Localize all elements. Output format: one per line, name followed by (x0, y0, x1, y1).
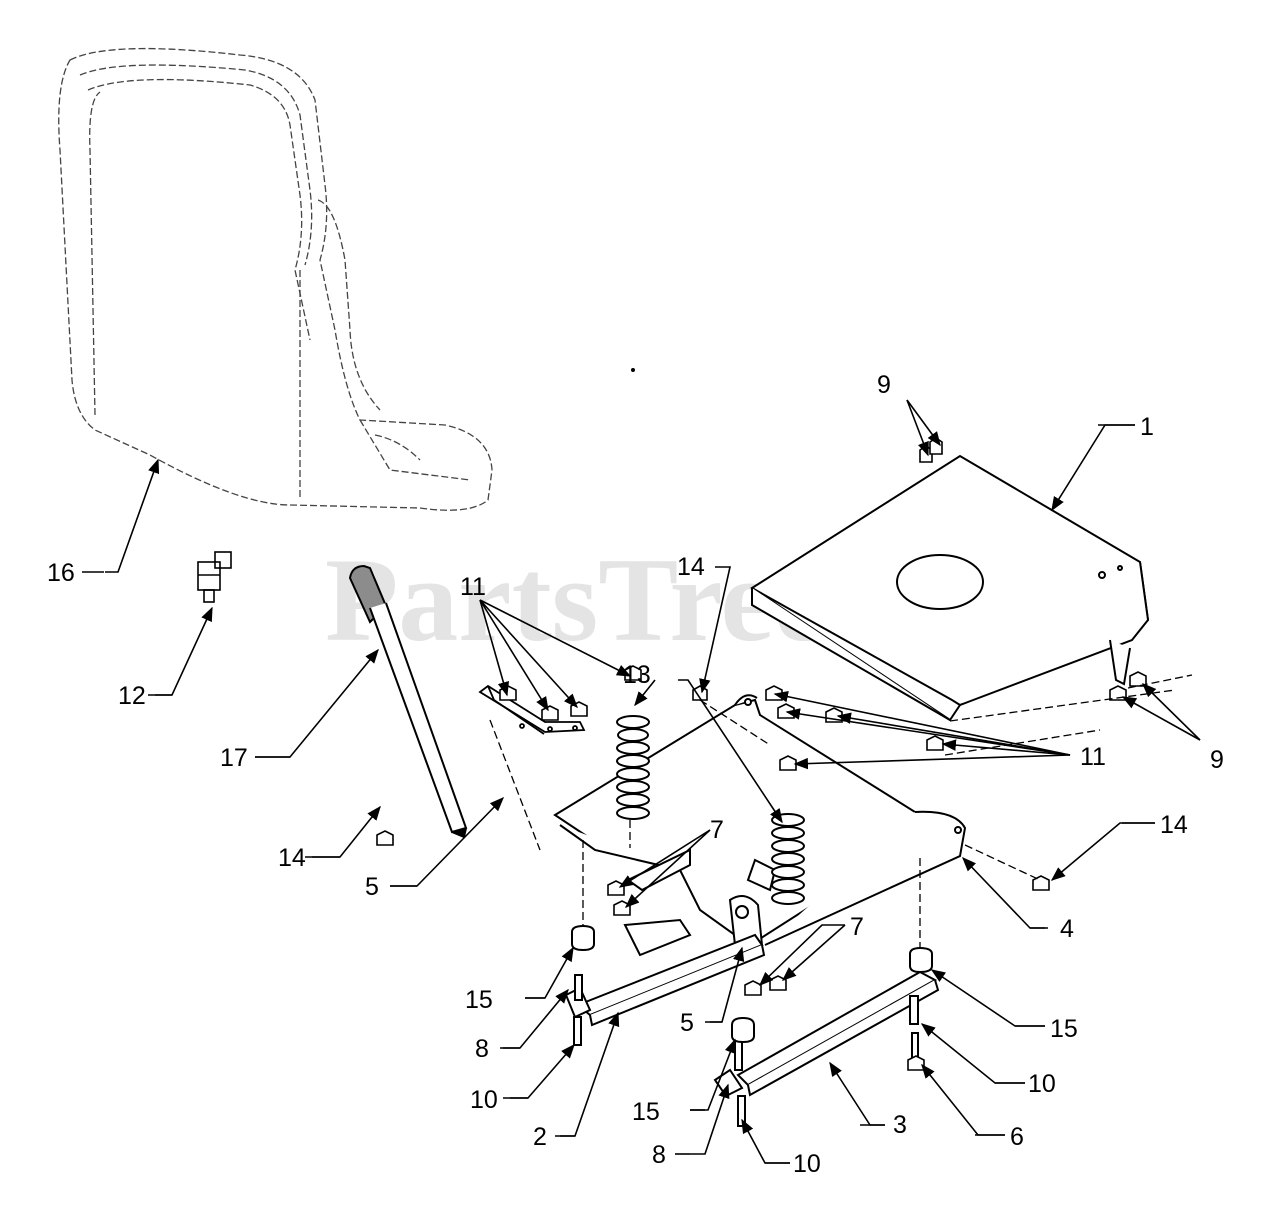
watermark: PartsTree (325, 533, 827, 666)
callout-13: 13 (623, 661, 651, 689)
callout-5: 5 (680, 1009, 694, 1037)
callout-17: 17 (220, 744, 248, 772)
callout-14: 14 (677, 553, 705, 581)
callout-6: 6 (1010, 1123, 1024, 1151)
callout-14: 14 (1160, 811, 1188, 839)
part-rail-rear (713, 946, 940, 1127)
part-bracket-left (478, 684, 586, 735)
part-seat-pan (553, 694, 967, 957)
callout-1: 1 (1140, 413, 1154, 441)
callout-3: 3 (893, 1111, 907, 1139)
callout-10: 10 (1028, 1070, 1056, 1098)
callout-7: 7 (850, 913, 864, 941)
callout-10: 10 (470, 1086, 498, 1114)
callout-12: 12 (118, 682, 146, 710)
callout-9: 9 (1210, 746, 1224, 774)
callout-11: 11 (460, 573, 486, 601)
callout-8: 8 (652, 1141, 666, 1169)
callout-15: 15 (632, 1098, 660, 1126)
callout-10: 10 (793, 1150, 821, 1178)
part-spring-left (616, 368, 650, 820)
callout-7: 7 (710, 816, 724, 844)
callout-16: 16 (47, 559, 75, 587)
label-dashes (82, 424, 1155, 1164)
part-rail-front (564, 924, 766, 1046)
part-seat-base (750, 454, 1150, 722)
callout-15: 15 (1050, 1015, 1078, 1043)
callout-8: 8 (475, 1035, 489, 1063)
callout-11: 11 (1080, 743, 1106, 771)
callout-14: 14 (278, 844, 306, 872)
guide-lines (489, 674, 1193, 948)
callout-9: 9 (877, 371, 891, 399)
callout-labels: 16 12 17 14 5 11 14 13 9 1 11 9 14 4 7 7… (47, 371, 1224, 1178)
part-switch (197, 551, 232, 603)
callout-4: 4 (1060, 915, 1074, 943)
callout-5: 5 (365, 873, 379, 901)
part-seat (58, 47, 493, 511)
callout-15: 15 (465, 986, 493, 1014)
callout-2: 2 (533, 1123, 547, 1151)
